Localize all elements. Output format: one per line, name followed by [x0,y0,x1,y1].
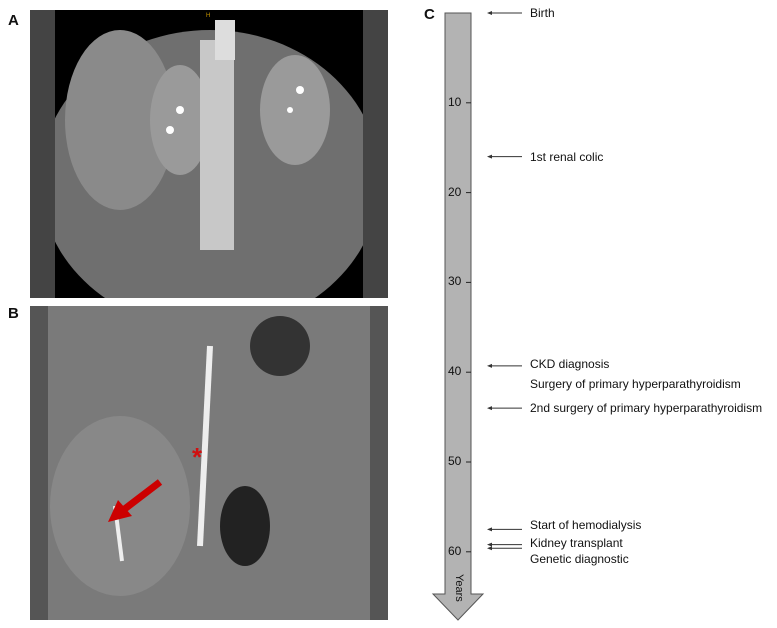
tick-label: 50 [448,454,462,468]
panel-label-a: A [8,12,19,29]
tick-label: 10 [448,94,462,109]
asterisk-annotation: * [192,442,203,472]
panel-label-b: B [8,305,19,322]
timeline-event: Kidney transplant [530,535,623,550]
tick-label: 60 [448,543,462,558]
tick-label: 20 [448,184,462,199]
axis-label-years: Years [453,574,465,602]
timeline-event: Birth [530,6,555,20]
ct-image-coronal-kidneys: H [30,10,388,298]
ct-image-coronal-abdomen: * [30,306,388,620]
timeline-event: 1st renal colic [530,149,604,164]
scan-marker: H [206,13,210,19]
timeline-event: Genetic diagnostic [530,552,629,567]
panel-label-c: C [424,6,435,23]
tick-label: 30 [448,274,462,289]
timeline-event: Surgery of primary hyperparathyroidism [530,376,741,391]
red-arrow-annotation [119,479,163,514]
timeline-event: Start of hemodialysis [530,518,642,533]
timeline-event: 2nd surgery of primary hyperparathyroidi… [530,401,763,416]
timeline-event: CKD diagnosis [530,356,610,371]
tick-label: 40 [448,364,462,379]
timeline-shaft [431,12,485,621]
